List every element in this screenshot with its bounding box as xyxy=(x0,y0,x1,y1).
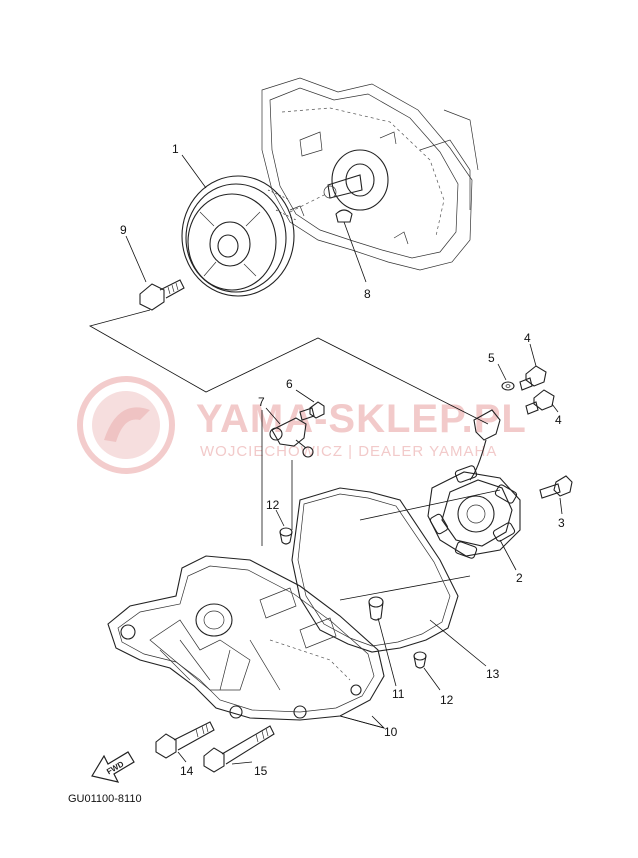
callout-3: 3 xyxy=(558,516,565,530)
watermark: YAMA-SKLEP.PL WOJCIECHOWICZ | DEALER YAM… xyxy=(77,376,527,474)
callout-10: 10 xyxy=(384,725,398,739)
callout-1: 1 xyxy=(172,142,179,156)
part-11-dowel xyxy=(368,596,397,687)
part-12-dowel-lower xyxy=(413,651,441,691)
callout-4-lower: 4 xyxy=(555,413,562,427)
callout-4-upper: 4 xyxy=(524,331,531,345)
part-6-bolt xyxy=(295,389,325,421)
callout-12-upper: 12 xyxy=(266,498,280,512)
catalog-code: GU01100-8110 xyxy=(68,793,142,805)
part-4-bolts xyxy=(519,343,559,415)
part-10-cover xyxy=(107,555,386,729)
part-5-washer xyxy=(497,363,515,391)
callout-11: 11 xyxy=(392,687,405,701)
callout-labels: 1 2 3 4 4 5 6 7 8 9 10 11 12 12 13 14 15 xyxy=(120,142,565,778)
callout-14: 14 xyxy=(180,764,194,778)
callout-5: 5 xyxy=(488,351,495,365)
fwd-arrow-icon xyxy=(91,751,135,783)
part-13-gasket xyxy=(291,487,487,667)
part-14-bolt xyxy=(155,721,215,763)
callout-12-lower: 12 xyxy=(440,693,454,707)
part-15-bolt xyxy=(203,725,275,773)
callout-7: 7 xyxy=(258,395,265,409)
part-9-bolt xyxy=(125,235,185,311)
part-3-bolt xyxy=(539,475,573,515)
part-2-stator xyxy=(427,409,521,571)
watermark-logo-ring xyxy=(77,376,175,474)
watermark-main-text: YAMA-SKLEP.PL xyxy=(196,397,527,441)
part-12-dowel-upper xyxy=(275,509,293,545)
fwd-arrow: FWD xyxy=(91,751,135,783)
callout-6: 6 xyxy=(286,377,293,391)
watermark-sub-text: WOJCIECHOWICZ | DEALER YAMAHA xyxy=(200,443,497,460)
callout-13: 13 xyxy=(486,667,500,681)
engine-block xyxy=(261,77,479,271)
callout-9: 9 xyxy=(120,223,127,237)
part-1-rotor xyxy=(181,154,327,297)
callout-8: 8 xyxy=(364,287,371,301)
callout-2: 2 xyxy=(516,571,523,585)
part-8-woodruff-key xyxy=(335,209,367,283)
watermark-logo-disc xyxy=(92,391,160,459)
callout-15: 15 xyxy=(254,764,268,778)
watermark-logo-mark xyxy=(104,407,150,442)
part-7-holder xyxy=(265,407,314,458)
